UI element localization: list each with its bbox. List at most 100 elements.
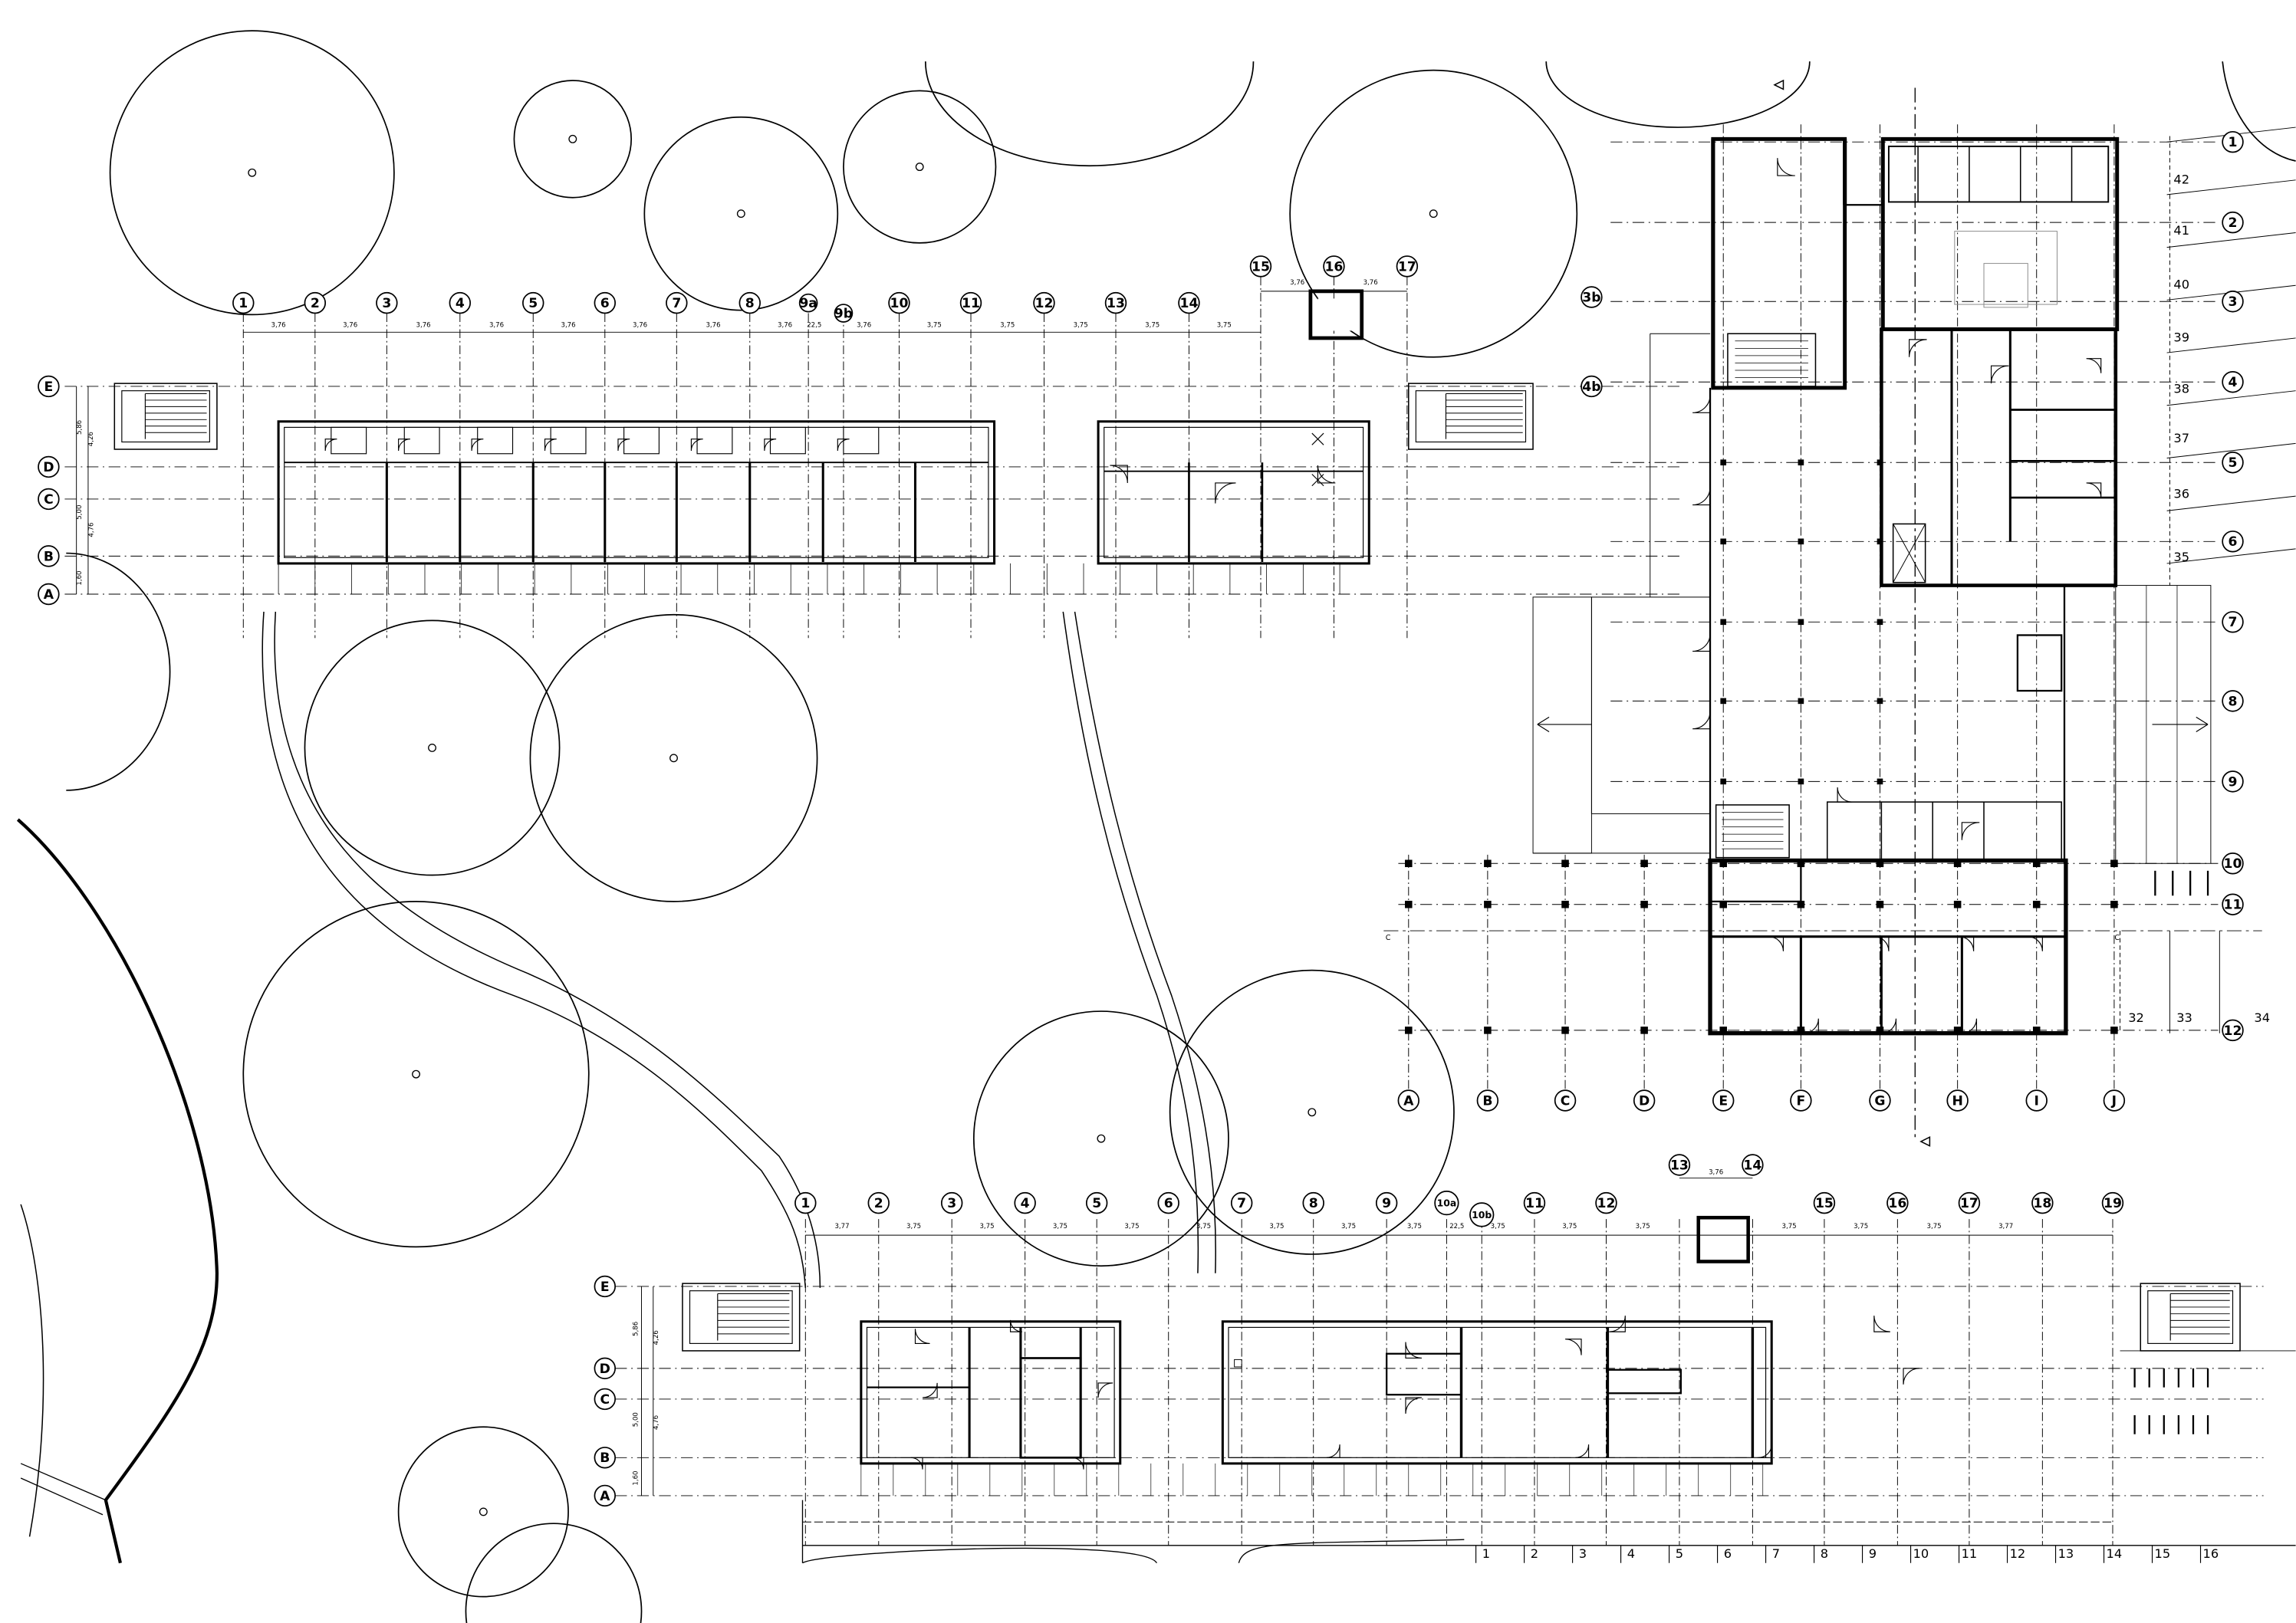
grid-axis-label: G xyxy=(1874,1093,1885,1109)
parking-number: 42 xyxy=(2173,172,2189,186)
path-edge xyxy=(1074,611,1216,1273)
dimension-text: 3,76 xyxy=(271,321,286,329)
door-swing xyxy=(910,1457,923,1470)
tree-trunk xyxy=(412,1069,420,1079)
door-swing xyxy=(1961,822,1980,840)
dimension-text: 3,76 xyxy=(1290,279,1304,287)
door-swing xyxy=(1071,1457,1084,1470)
grid-bubble xyxy=(376,291,398,314)
grid-axis-label: 9 xyxy=(1382,1196,1391,1211)
grid-bubble xyxy=(1104,291,1127,314)
dimension-text: 3,75 xyxy=(1854,1223,1868,1230)
tree-trunk xyxy=(669,754,678,763)
bathroom xyxy=(769,426,806,455)
grid-bubble xyxy=(1958,1191,1981,1214)
grid-axis-label: 12 xyxy=(2224,1023,2242,1039)
grid-bubble xyxy=(867,1191,890,1214)
strip-number: 8 xyxy=(1821,1546,1828,1561)
door-swing xyxy=(837,439,850,451)
structural-column xyxy=(1876,900,1884,908)
grid-bubble xyxy=(2222,690,2244,712)
canopy-outline xyxy=(2115,585,2212,864)
grid-axis-label: D xyxy=(43,460,54,475)
grid-bubble xyxy=(888,291,910,314)
grid-axis-label: B xyxy=(1482,1093,1492,1109)
tree-canopy xyxy=(1289,69,1578,358)
grid-bubble xyxy=(449,291,472,314)
parking-stripe xyxy=(2166,495,2296,511)
grid-bubble xyxy=(798,293,818,313)
grid-axis-label: 15 xyxy=(1252,259,1270,274)
grid-bubble xyxy=(2222,451,2244,474)
grid-axis-label: 1 xyxy=(2229,135,2238,150)
section-marker: C xyxy=(2114,934,2120,942)
grid-bubble xyxy=(1014,1191,1036,1214)
parking-number: 38 xyxy=(2173,381,2189,396)
strip-number: 12 xyxy=(2010,1546,2026,1561)
dimension-text: 4,76 xyxy=(87,522,95,537)
wing-inner-wall xyxy=(284,426,989,558)
grid-bubble xyxy=(666,291,688,314)
room-block xyxy=(1880,327,2118,587)
grid-axis-label: J xyxy=(2111,1093,2117,1109)
grid-bubble xyxy=(2222,770,2244,793)
grid-bubble xyxy=(1396,255,1419,278)
grid-axis-label: 1 xyxy=(238,296,248,311)
door-swing xyxy=(1110,465,1128,483)
door-swing xyxy=(1959,936,1975,951)
tree-trunk xyxy=(1308,1108,1317,1117)
wing-inner-wall xyxy=(1228,1326,1767,1458)
grid-axis-label: 3 xyxy=(947,1196,956,1211)
structural-column xyxy=(1719,859,1727,868)
structural-column xyxy=(1877,698,1883,705)
door-swing xyxy=(1873,1316,1890,1332)
grid-axis-label: 14 xyxy=(1179,296,1198,311)
dimension-text: 3,75 xyxy=(1927,1223,1942,1230)
parking-stripe xyxy=(2166,337,2296,353)
strip-number: 9 xyxy=(1869,1546,1877,1561)
door-swing xyxy=(324,439,337,451)
dimension-text: 3,75 xyxy=(1196,1223,1211,1230)
door-swing xyxy=(1215,482,1236,504)
parking-number: 37 xyxy=(2173,431,2189,445)
tree-trunk xyxy=(248,168,257,177)
grid-axis-label: 9 xyxy=(2229,774,2238,790)
grid-axis-label: 6 xyxy=(1164,1196,1173,1211)
bathroom xyxy=(403,426,440,455)
grid-bubble xyxy=(1742,1154,1764,1176)
door-swing xyxy=(1405,1342,1422,1359)
fixture-x xyxy=(1311,432,1324,445)
dimension-text: 3,76 xyxy=(343,321,357,329)
grid-axis-label: 4 xyxy=(2229,375,2238,390)
structural-column xyxy=(1877,778,1883,785)
grid-axis-label: C xyxy=(1561,1093,1571,1109)
grid-axis-label: D xyxy=(1639,1093,1650,1109)
parking-stripe xyxy=(2166,442,2296,458)
door-swing xyxy=(1873,936,1890,951)
grid-axis-label: 10a xyxy=(1437,1198,1457,1209)
wing-building xyxy=(277,420,996,565)
dimension-text: 3,75 xyxy=(1407,1223,1422,1230)
grid-bubble xyxy=(232,291,255,314)
stair-kitchen xyxy=(1727,333,1817,387)
grid-axis-label: 19 xyxy=(2104,1196,2122,1211)
tree-canopy xyxy=(972,1010,1229,1267)
grid-bubble xyxy=(1249,255,1272,278)
door-swing xyxy=(1692,487,1711,506)
grid-axis-label: 12 xyxy=(1597,1196,1616,1211)
kitchen-wing xyxy=(1711,136,1847,390)
grid-bubble xyxy=(794,1191,817,1214)
dimension-text: 3,77 xyxy=(834,1223,849,1230)
grid-axis-label: 10b xyxy=(1472,1209,1492,1221)
grid-bubble xyxy=(1523,1191,1546,1214)
grid-axis-label: 7 xyxy=(2229,615,2238,630)
grid-axis-label: 2 xyxy=(311,296,320,311)
stair-well xyxy=(689,1290,793,1344)
chimney xyxy=(1308,289,1364,340)
structural-column xyxy=(2110,900,2118,908)
structural-column xyxy=(2110,1027,2118,1034)
structural-column xyxy=(1798,698,1804,705)
grid-bubble xyxy=(594,1275,617,1298)
landscape-layer xyxy=(16,30,2296,1623)
door-swing xyxy=(1009,1319,1022,1332)
